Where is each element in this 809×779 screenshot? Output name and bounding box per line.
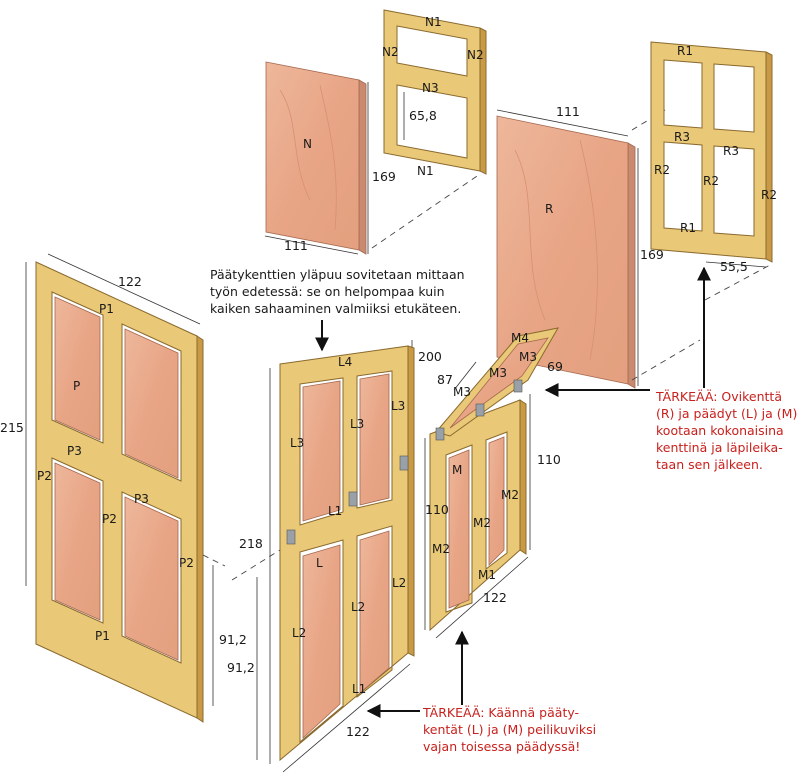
r-frame-left-label: R2	[654, 163, 670, 177]
r-frame-bottom-label: R1	[680, 221, 696, 235]
m-center-label: M2	[473, 516, 491, 530]
l-panel: L4 L3 L3 L3 L1 L L2 L2 L2 L1 200 218 122	[239, 340, 442, 773]
r-frame-top-label: R1	[677, 44, 693, 58]
l-upper-left-label: L3	[290, 436, 304, 450]
l-lower-left-label: L2	[292, 626, 306, 640]
p-plywood-label: P	[73, 379, 80, 393]
r-frame-width-dim: 55,5	[720, 259, 748, 274]
l-rail-label: L1	[328, 504, 342, 518]
p-width-dim: 122	[118, 274, 142, 289]
r-frame: R1 R3 R3 R2 R2 R2 R1 55,5	[650, 41, 777, 274]
m-left-label: M2	[432, 542, 450, 556]
note-assembly-line-2: (R) ja päädyt (L) ja (M)	[656, 406, 797, 421]
l-plywood-label: L	[316, 556, 323, 570]
p-top-label: P1	[99, 302, 114, 316]
p-right-label: P2	[179, 556, 194, 570]
n-frame: N1 N2 N2 N3 65,8 N1	[382, 9, 487, 178]
note-important-mirror: TÄRKEÄÄ: Käännä pääty- kentät (L) ja (M)…	[422, 705, 596, 754]
n-frame-left-label: N2	[382, 45, 399, 59]
l-lower-right-label: L2	[392, 576, 406, 590]
m-width-dim: 122	[483, 590, 507, 605]
note-mirror-line-3: vajan toisessa päädyssä!	[423, 739, 580, 754]
r-frame-center-label: R2	[703, 174, 719, 188]
l-lower-mid-label: L2	[351, 600, 365, 614]
m-plywood-label: M	[452, 463, 462, 477]
r-plywood-sheet: R 111 169	[496, 104, 664, 389]
p-panel: P1 P P3 P3 P2 P2 P2 P1 122 215 91,2 91,2	[0, 253, 258, 760]
note-mirror-line-2: kentät (L) ja (M) peilikuviksi	[423, 722, 596, 737]
p-lower-dim-b: 91,2	[227, 660, 255, 675]
note-top-fit-line-1: Päätykenttien yläpuu sovitetaan mittaan	[210, 267, 465, 282]
m-roof-mid-label: M3	[489, 366, 507, 380]
l-bottom-label: L1	[352, 682, 366, 696]
note-top-fit-line-3: kaiken sahaaminen valmiiksi etukäteen.	[210, 301, 461, 316]
p-mid-right-label: P3	[134, 492, 149, 506]
p-height-dim: 215	[0, 420, 24, 435]
n-sheet-height-dim: 169	[372, 169, 396, 184]
m-roof-left-label: M3	[453, 385, 471, 399]
p-left-label: P2	[37, 469, 52, 483]
l-upper-mid-label: L3	[350, 417, 364, 431]
m-roof-top-label: M4	[511, 331, 529, 345]
note-assembly-line-1: TÄRKEÄÄ: Ovikenttä	[655, 389, 782, 404]
n-frame-middle-label: N3	[422, 81, 439, 95]
r-guide-dash-right	[704, 264, 771, 301]
n-frame-inner-dim: 65,8	[409, 108, 437, 123]
n-frame-top-label: N1	[425, 15, 442, 29]
r-frame-mid-left-label: R3	[674, 130, 690, 144]
r-sheet-height-dim: 169	[640, 247, 664, 262]
note-assembly-line-4: kenttinä ja läpileika-	[656, 440, 783, 455]
note-top-fit-line-2: työn edetessä: se on helpompaa kuin	[210, 284, 445, 299]
note-mirror-line-1: TÄRKEÄÄ: Käännä pääty-	[422, 705, 579, 720]
m-height-dim-b: 110	[425, 502, 449, 517]
l-top-dim: 200	[418, 349, 442, 364]
p-lower-dim-a: 91,2	[219, 632, 247, 647]
note-assembly-line-3: kootaan kokonaisina	[656, 423, 784, 438]
note-assembly-line-5: taan sen jälkeen.	[656, 457, 763, 472]
m-height-dim-a: 110	[537, 452, 561, 467]
l-height-dim: 218	[239, 536, 263, 551]
note-top-fit: Päätykenttien yläpuu sovitetaan mittaan …	[210, 267, 465, 316]
r-guide-dash-bottom	[631, 339, 701, 381]
m-roof-side-dim: 69	[547, 359, 563, 374]
n-frame-bottom-label: N1	[417, 164, 434, 178]
r-sheet-label: R	[545, 202, 553, 216]
n-sheet-label: N	[303, 137, 312, 151]
p-mid-left-label: P3	[67, 444, 82, 458]
r-frame-right-label: R2	[761, 188, 777, 202]
note-important-assembly: TÄRKEÄÄ: Ovikenttä (R) ja päädyt (L) ja …	[655, 389, 797, 472]
p-center-label: P2	[102, 512, 117, 526]
m-panel: M4 M3 M3 M3 M M2 M2 M2 M1 87 69 110 110 …	[424, 327, 563, 639]
l-guide-dash	[231, 549, 281, 581]
p-guide-dash	[202, 554, 226, 567]
l-upper-right-label: L3	[391, 399, 405, 413]
m-roof-right-label: M3	[519, 350, 537, 364]
r-frame-mid-right-label: R3	[723, 144, 739, 158]
n-plywood-sheet: N 169 111	[264, 61, 396, 255]
n-sheet-width-dim: 111	[284, 238, 308, 253]
r-sheet-width-dim: 111	[556, 104, 580, 119]
m-right-label: M2	[501, 488, 519, 502]
n-frame-right-label: N2	[467, 48, 484, 62]
l-width-dim: 122	[346, 724, 370, 739]
n-guide-dash	[371, 173, 481, 249]
l-top-label: L4	[338, 355, 352, 369]
p-bottom-label: P1	[95, 629, 110, 643]
m-bottom-label: M1	[478, 568, 496, 582]
m-roof-dim: 87	[437, 372, 453, 387]
